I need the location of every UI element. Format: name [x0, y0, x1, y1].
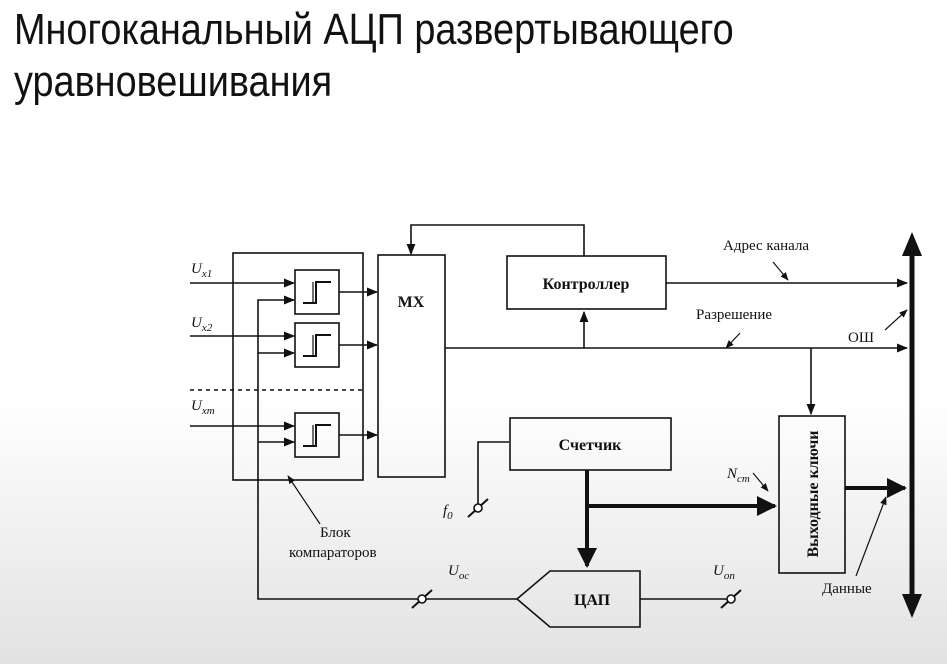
mux-address-line	[406, 224, 585, 256]
reference-voltage-label: Uоп	[713, 563, 735, 582]
bus-label: ОШ	[848, 330, 874, 346]
mux-label: МХ	[398, 294, 425, 311]
output-keys-label: Выходные ключи	[805, 430, 822, 557]
dac-label: ЦАП	[574, 592, 611, 609]
input-label-2: Ux2	[191, 315, 213, 334]
data-label: Данные	[822, 581, 872, 597]
feedback-line	[257, 295, 517, 600]
feedback-voltage-label: Uос	[448, 563, 469, 582]
controller-label: Контроллер	[543, 276, 630, 293]
clock-label: f0	[443, 503, 453, 522]
comparator-m	[294, 412, 340, 458]
clock-line	[477, 441, 509, 508]
bus-arrow-bottom-icon	[902, 594, 922, 618]
counter-output-label: Nст	[726, 466, 750, 485]
input-label-m: Uxm	[191, 398, 215, 417]
comparators-label-line-2: компараторов	[289, 545, 377, 561]
comparator-block	[232, 252, 364, 481]
channel-address-label: Адрес канала	[723, 238, 809, 254]
output-keys-block	[778, 415, 846, 574]
counter-block	[509, 417, 672, 471]
mux-block	[377, 254, 446, 478]
slide-title: Многоканальный АЦП развертывающего уравн…	[14, 4, 810, 108]
counter-label: Счетчик	[559, 437, 623, 454]
bus-arrow-top-icon	[902, 232, 922, 256]
title-line-2: уравновешивания	[14, 57, 333, 106]
input-label-1: Ux1	[191, 261, 212, 280]
comparators-label-line-1: Блок	[320, 525, 351, 541]
comparator-1	[294, 269, 340, 315]
enable-label: Разрешение	[696, 307, 772, 323]
title-line-1: Многоканальный АЦП развертывающего	[14, 5, 734, 54]
comparator-2	[294, 322, 340, 368]
